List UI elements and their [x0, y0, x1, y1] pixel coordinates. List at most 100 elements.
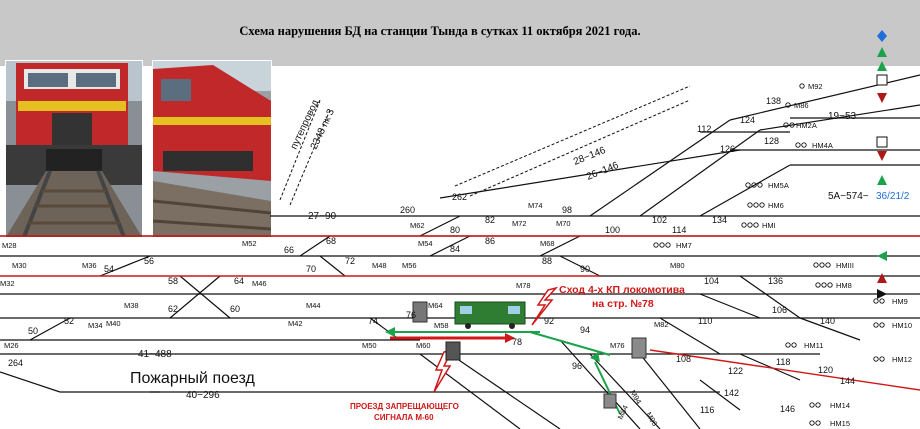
- diagram-label: М36: [82, 261, 97, 270]
- diagram-label: 134: [712, 215, 727, 225]
- photo-locomotive-front: [5, 60, 143, 238]
- fire-train-label: Пожарный поезд: [130, 370, 256, 387]
- diagram-label: 40−296: [186, 390, 220, 401]
- diagram-label: М58: [434, 321, 449, 330]
- diagram-label: М76: [610, 341, 625, 350]
- diagram-label: 52: [64, 316, 74, 326]
- diagram-label: М28: [2, 241, 17, 250]
- diagram-label: 114: [672, 225, 686, 235]
- diagram-label: 36/21/2: [876, 191, 910, 202]
- green-triangle-icon: [877, 47, 887, 57]
- blue-diamond-icon: [877, 30, 887, 42]
- diagram-label: 82: [485, 215, 495, 225]
- diagram-label: М26: [4, 341, 19, 350]
- diagram-label: М32: [0, 279, 15, 288]
- diagram-label: 110: [698, 316, 712, 326]
- diagram-label: НМIII: [836, 261, 854, 270]
- diagram-label: НМ14: [830, 401, 850, 410]
- diagram-label: М40: [106, 319, 121, 328]
- diagram-label: 72: [345, 256, 355, 266]
- diagram-label: 262: [452, 192, 467, 202]
- diagram-label: 144: [840, 376, 855, 386]
- diagram-label: 88: [542, 256, 552, 266]
- diagram-label: 136: [768, 276, 783, 286]
- diagram-label: НМ12: [892, 355, 912, 364]
- diagram-label: М92: [808, 82, 823, 91]
- diagram-label: 60: [230, 304, 240, 314]
- diagram-label: М42: [288, 319, 303, 328]
- diagram-title: Схема нарушения БД на станции Тында в су…: [239, 24, 641, 38]
- diagram-label: 118: [776, 357, 790, 367]
- red-triangle-icon: [877, 93, 887, 103]
- diagram-label: М70: [556, 219, 571, 228]
- diagram-label: 62: [168, 304, 178, 314]
- diagram-label: М72: [512, 219, 527, 228]
- diagram-label: 68: [326, 236, 336, 246]
- diagram-label: М54: [418, 239, 433, 248]
- diagram-label: 142: [724, 388, 739, 398]
- diagram-label: 58: [168, 276, 178, 286]
- green-triangle-icon: [877, 175, 887, 185]
- diagram-label: 28−146: [572, 145, 608, 168]
- diagram-label: 84: [450, 244, 460, 254]
- diagram-label: М80: [670, 261, 685, 270]
- diagram-label: НМ4А: [812, 141, 833, 150]
- diagram-label: НМ10: [892, 321, 912, 330]
- diagram-label: 140: [820, 316, 835, 326]
- diagram-label: 50: [28, 326, 38, 336]
- diagram-label: Сход 4-х КП локомотива: [559, 284, 685, 296]
- red-triangle-icon: [877, 273, 887, 283]
- diagram-label: М62: [410, 221, 425, 230]
- diagram-label: М74: [528, 201, 543, 210]
- diagram-label: 94: [580, 325, 590, 335]
- signal-box-icon: [876, 74, 888, 86]
- diagram-label: 86: [485, 236, 495, 246]
- diagram-label: 19−53: [828, 111, 857, 122]
- diagram-label: 66: [284, 245, 294, 255]
- black-arrow-icon: [877, 289, 887, 299]
- diagram-label: М86: [794, 101, 809, 110]
- locomotive-icon: [454, 301, 526, 329]
- diagram-label: М78: [516, 281, 531, 290]
- diagram-label: М38: [124, 301, 139, 310]
- red-triangle-icon: [877, 151, 887, 161]
- diagram-label: М46: [252, 279, 267, 288]
- diagram-label: ПРОЕЗД ЗАПРЕЩАЮЩЕГО: [350, 402, 459, 411]
- diagram-label: 120: [818, 365, 833, 375]
- photo-locomotive-side: [152, 60, 272, 238]
- diagram-label: 104: [704, 276, 719, 286]
- diagram-label: 264: [8, 358, 23, 368]
- diagram-label: М34: [88, 321, 103, 330]
- green-arrow-icon: [877, 251, 887, 261]
- diagram-label: М50: [362, 341, 377, 350]
- diagram-label: 116: [700, 405, 714, 415]
- diagram-label: 74: [368, 316, 378, 326]
- green-triangle-icon: [877, 61, 887, 71]
- diagram-label: НМ6: [768, 201, 784, 210]
- diagram-label: 126: [720, 144, 735, 154]
- diagram-label: 128: [764, 136, 779, 146]
- diagram-label: на стр. №78: [592, 298, 654, 310]
- diagram-label: 26−146: [585, 160, 621, 183]
- diagram-label: М56: [402, 261, 417, 270]
- diagram-label: 122: [728, 366, 743, 376]
- diagram-label: М82: [654, 320, 669, 329]
- diagram-label: 124: [740, 115, 755, 125]
- diagram-label: 70: [306, 264, 316, 274]
- diagram-label: 108: [676, 354, 691, 364]
- diagram-label: 54: [104, 264, 114, 274]
- diagram-label: НМ7: [676, 241, 692, 250]
- diagram-label: 92: [544, 316, 554, 326]
- diagram-label: 98: [562, 205, 572, 215]
- diagram-label: М44: [306, 301, 321, 310]
- diagram-label: 41−488: [138, 349, 172, 360]
- diagram-label: СИГНАЛА М-60: [374, 413, 434, 422]
- diagram-label: 78: [512, 337, 522, 347]
- diagram-label: НМI: [762, 221, 776, 230]
- diagram-label: НМ15: [830, 419, 850, 428]
- diagram-label: НМ8: [836, 281, 852, 290]
- diagram-label: М64: [428, 301, 443, 310]
- diagram-label: 5А−574−: [828, 191, 869, 202]
- diagram-label: М84: [616, 404, 630, 421]
- header-bar: [0, 0, 920, 66]
